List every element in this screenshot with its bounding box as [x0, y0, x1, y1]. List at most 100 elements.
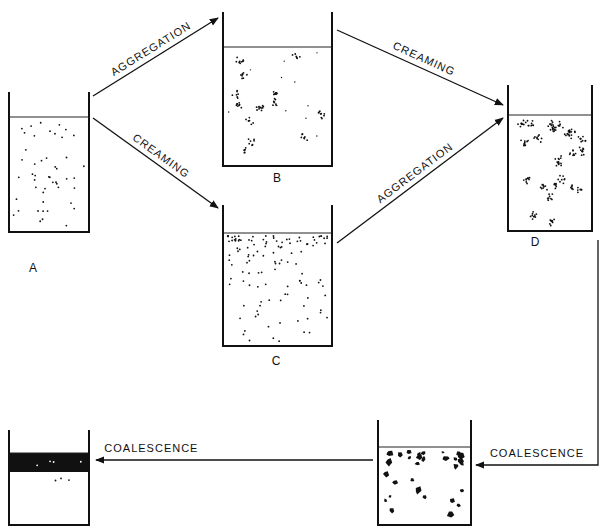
droplet [229, 283, 231, 285]
beaker-outline [9, 430, 89, 525]
droplet [323, 237, 325, 239]
droplet [527, 177, 529, 179]
droplet [562, 175, 564, 177]
droplet [278, 246, 280, 248]
droplet [273, 235, 275, 237]
droplet [569, 131, 571, 133]
droplet [529, 177, 531, 179]
droplet [245, 147, 247, 149]
droplet [296, 240, 298, 242]
coalesced-drop [458, 452, 465, 460]
droplet [557, 178, 559, 180]
droplet [531, 215, 533, 217]
droplet [275, 263, 277, 265]
droplet [295, 263, 297, 265]
droplet [246, 74, 248, 76]
droplet [552, 130, 554, 132]
droplet [266, 241, 268, 243]
droplet [235, 61, 237, 63]
droplet [55, 480, 57, 482]
droplet [564, 133, 566, 135]
droplet [580, 141, 582, 143]
droplet [559, 121, 561, 123]
droplet [227, 235, 229, 237]
droplet [554, 183, 556, 185]
droplet [262, 255, 264, 257]
droplet [299, 280, 301, 282]
process-arrow [93, 18, 218, 96]
droplet [273, 237, 275, 239]
droplet [276, 240, 278, 242]
droplet [42, 201, 44, 203]
droplet [573, 154, 575, 156]
droplet [42, 218, 44, 220]
droplet [579, 147, 581, 149]
droplet [582, 150, 584, 152]
droplet [46, 157, 48, 159]
process-arrow [337, 30, 503, 105]
droplet [303, 331, 305, 333]
droplet [553, 219, 555, 221]
droplet [235, 240, 237, 242]
coalesced-drop [390, 508, 395, 513]
droplet [249, 340, 251, 342]
droplet [530, 216, 532, 218]
droplet [21, 159, 23, 161]
droplet [306, 284, 308, 286]
process-arrow [337, 118, 503, 243]
droplet [306, 139, 308, 141]
droplet [307, 318, 309, 320]
droplet [320, 117, 322, 119]
droplet [228, 111, 229, 112]
droplet [555, 186, 557, 188]
droplet [303, 305, 305, 307]
droplet [279, 322, 281, 324]
droplet [579, 189, 581, 191]
droplet [520, 139, 522, 141]
droplet [318, 236, 320, 238]
droplet [52, 181, 54, 183]
beaker [377, 420, 472, 526]
droplet [248, 138, 250, 140]
droplet [261, 109, 263, 111]
droplet [238, 239, 240, 241]
droplet [227, 235, 229, 237]
droplet [249, 284, 251, 286]
droplet [73, 135, 75, 137]
droplet [281, 259, 283, 261]
droplet [582, 136, 584, 138]
droplet [580, 149, 582, 151]
droplet [274, 101, 276, 103]
beaker-outline [223, 205, 332, 346]
droplet [228, 259, 230, 261]
droplet [16, 198, 18, 200]
droplet [261, 107, 262, 108]
droplet [239, 249, 241, 251]
beaker-drawing [8, 430, 90, 526]
droplet [532, 120, 534, 122]
droplet [248, 254, 250, 256]
liquid-surface [223, 233, 332, 234]
droplet [250, 123, 252, 125]
droplet [242, 77, 244, 79]
droplet [276, 93, 278, 95]
droplet [536, 137, 538, 139]
droplet [532, 124, 534, 126]
droplet [302, 133, 304, 135]
beaker-letter: C [272, 355, 281, 367]
droplet [584, 140, 586, 142]
droplet [236, 94, 238, 96]
droplet [49, 130, 51, 132]
coalesced-drop [398, 452, 403, 457]
droplet [258, 108, 260, 110]
droplet [536, 137, 538, 139]
droplet [301, 273, 303, 275]
coalesced-drop [458, 459, 464, 466]
droplet [531, 123, 533, 125]
droplet [527, 125, 529, 127]
droplet [60, 478, 62, 480]
droplet [241, 61, 243, 63]
droplet [70, 202, 72, 204]
droplet [55, 181, 57, 183]
droplet [560, 162, 562, 164]
